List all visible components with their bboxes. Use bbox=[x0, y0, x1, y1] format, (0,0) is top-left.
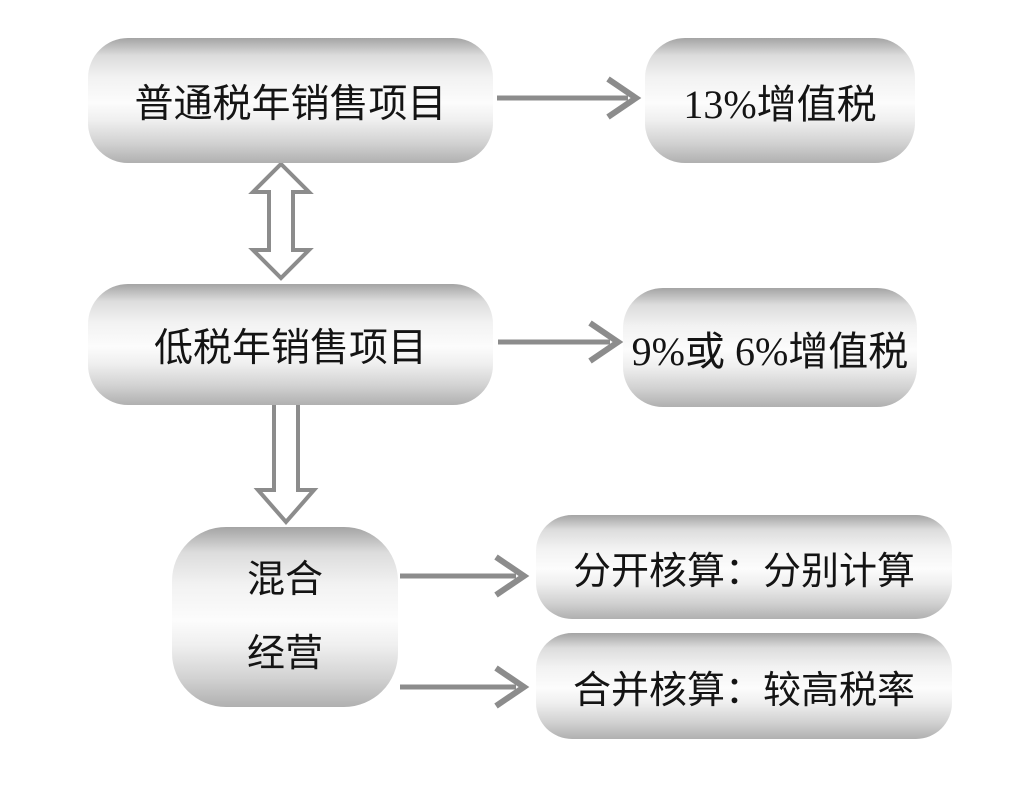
node-combined-accounting: 合并核算：较高税率 bbox=[536, 633, 952, 739]
node-separate-accounting: 分开核算：分别计算 bbox=[536, 515, 952, 619]
node-general-sales-label: 普通税年销售项目 bbox=[134, 82, 447, 126]
node-vat13-label: 13%增值税 bbox=[683, 81, 877, 127]
node-vat13: 13%增值税 bbox=[645, 38, 915, 163]
node-general-sales: 普通税年销售项目 bbox=[88, 38, 493, 163]
arrow-general-to-vat13-icon bbox=[497, 76, 642, 120]
node-mixed-operation-label-line1: 混合 bbox=[246, 558, 323, 601]
node-vat9or6: 9%或 6%增值税 bbox=[623, 288, 917, 407]
node-mixed-operation-label-line2: 经营 bbox=[246, 633, 323, 675]
node-combined-accounting-label: 合并核算：较高税率 bbox=[572, 669, 915, 712]
arrow-mixed-to-combined-icon bbox=[400, 665, 530, 709]
node-separate-accounting-label: 分开核算：分别计算 bbox=[572, 550, 915, 593]
node-low-tax-sales: 低税年销售项目 bbox=[88, 284, 493, 405]
node-low-tax-sales-label: 低税年销售项目 bbox=[153, 326, 427, 370]
double-arrow-general-lowtax-icon bbox=[248, 161, 314, 281]
node-vat9or6-label: 9%或 6%增值税 bbox=[631, 328, 909, 374]
arrow-mixed-to-separate-icon bbox=[400, 554, 530, 598]
down-arrow-lowtax-mixed-icon bbox=[253, 401, 319, 526]
arrow-lowtax-to-vat9or6-icon bbox=[498, 320, 624, 364]
node-mixed-operation: 混合 经营 bbox=[172, 527, 398, 707]
